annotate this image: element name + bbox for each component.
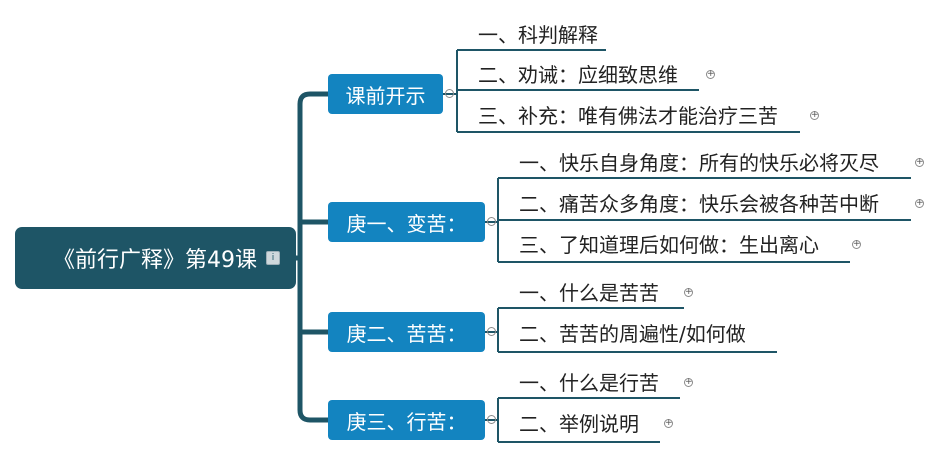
branch-topic-label: 庚二、苦苦：	[346, 321, 467, 346]
expand-plus-icon[interactable]: +	[915, 198, 924, 208]
collapse-dot-icon[interactable]	[487, 415, 496, 424]
leaf-topic[interactable]: 一、什么是苦苦	[519, 281, 659, 305]
collapse-dot-icon[interactable]	[487, 327, 496, 336]
leaf-topic[interactable]: 二、痛苦众多角度：快乐会被各种苦中断	[519, 192, 879, 216]
expand-plus-icon[interactable]: +	[852, 239, 861, 249]
collapse-dot-icon[interactable]	[487, 217, 496, 226]
leaf-topic[interactable]: 一、快乐自身角度：所有的快乐必将灭尽	[519, 151, 879, 175]
branch-topic-label: 庚一、变苦：	[346, 211, 467, 236]
branch-topic-4[interactable]: 庚三、行苦：	[328, 400, 485, 440]
collapse-dot-icon[interactable]	[445, 89, 454, 98]
trunk-spine	[296, 91, 328, 423]
leaf-topic[interactable]: 二、苦苦的周遍性/如何做	[519, 322, 746, 346]
branch-topic-3[interactable]: 庚二、苦苦：	[328, 312, 485, 352]
leaf-topic[interactable]: 二、举例说明	[519, 412, 639, 436]
branch-2-connectors	[485, 177, 911, 263]
expand-plus-icon[interactable]: +	[915, 157, 924, 167]
note-icon[interactable]: i	[266, 251, 280, 265]
root-topic-label: 《前行广释》第49课	[53, 248, 257, 273]
expand-plus-icon[interactable]: +	[684, 377, 693, 387]
leaf-topic[interactable]: 三、补充：唯有佛法才能治疗三苦	[478, 104, 778, 128]
branch-topic-2[interactable]: 庚一、变苦：	[328, 202, 485, 242]
branch-topic-1[interactable]: 课前开示	[328, 74, 443, 114]
root-topic[interactable]: 《前行广释》第49课 i	[15, 227, 296, 289]
leaf-topic[interactable]: 一、科判解释	[478, 23, 598, 47]
branch-topic-label: 庚三、行苦：	[346, 409, 467, 434]
leaf-topic[interactable]: 一、什么是行苦	[519, 371, 659, 395]
expand-plus-icon[interactable]: +	[664, 418, 673, 428]
branch-topic-label: 课前开示	[345, 83, 426, 108]
leaf-topic[interactable]: 二、劝诫：应细致思维	[478, 63, 678, 87]
expand-plus-icon[interactable]: +	[684, 287, 693, 297]
leaf-topic[interactable]: 三、了知道理后如何做：生出离心	[519, 233, 819, 257]
expand-plus-icon[interactable]: +	[706, 69, 715, 79]
expand-plus-icon[interactable]: +	[810, 110, 819, 120]
